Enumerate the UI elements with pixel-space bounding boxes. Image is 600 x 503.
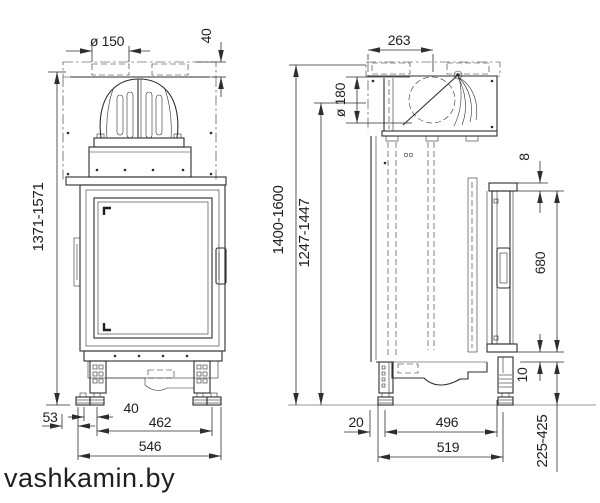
dim-rear-offset: 20	[349, 414, 364, 430]
door-hinge	[73, 237, 81, 287]
dim-top-gap: 8	[516, 153, 532, 161]
door-glass	[93, 197, 213, 339]
door-handle-side	[496, 247, 511, 289]
dim-overall-height-side: 1400-1600	[270, 185, 287, 254]
convection-box	[88, 146, 192, 178]
base-front	[75, 350, 223, 406]
dim-overall-height-front: 1371-1571	[30, 182, 47, 251]
dim-flue-center-depth: 263	[388, 32, 411, 48]
base-side	[288, 356, 596, 406]
dim-feet-span-side: 496	[436, 414, 459, 430]
dim-flue-diameter-side: ø 180	[332, 82, 348, 117]
dome-flange	[93, 137, 185, 148]
side-view: 263 ø 180 1400-1600 1247-1447 8 680	[270, 32, 596, 472]
chimney-dome	[93, 78, 185, 148]
dim-body-height: 1247-1447	[296, 198, 313, 267]
watermark-text: vashkamin.by	[4, 463, 175, 493]
door-front	[73, 184, 227, 352]
flue-outlet	[402, 70, 478, 127]
dim-door-height: 680	[532, 251, 548, 274]
dim-left-offset: 53	[43, 409, 58, 425]
door-handle	[215, 247, 227, 285]
dim-overall-width: 546	[139, 438, 162, 454]
front-view: ø 150 40 1371-1571 40 53	[30, 28, 227, 460]
side-view-dimensions: 263 ø 180 1400-1600 1247-1447 8 680	[270, 32, 564, 472]
dim-feet-span-front: 462	[149, 414, 172, 430]
dim-plinth-height: 225-425	[534, 415, 551, 468]
dim-top-frame-height: 40	[198, 28, 214, 43]
damper-flap	[402, 74, 459, 126]
dim-overall-depth: 519	[437, 439, 460, 455]
door-side-profile	[486, 182, 518, 353]
dim-bottom-gap: 10	[514, 367, 530, 382]
dim-flue-diameter-front: ø 150	[90, 33, 125, 49]
front-view-dimensions: ø 150 40 1371-1571 40 53	[30, 28, 226, 460]
dim-foot-spacing: 40	[124, 400, 139, 416]
mounting-frame-top	[62, 61, 217, 78]
adjustable-feet-front	[75, 392, 222, 406]
